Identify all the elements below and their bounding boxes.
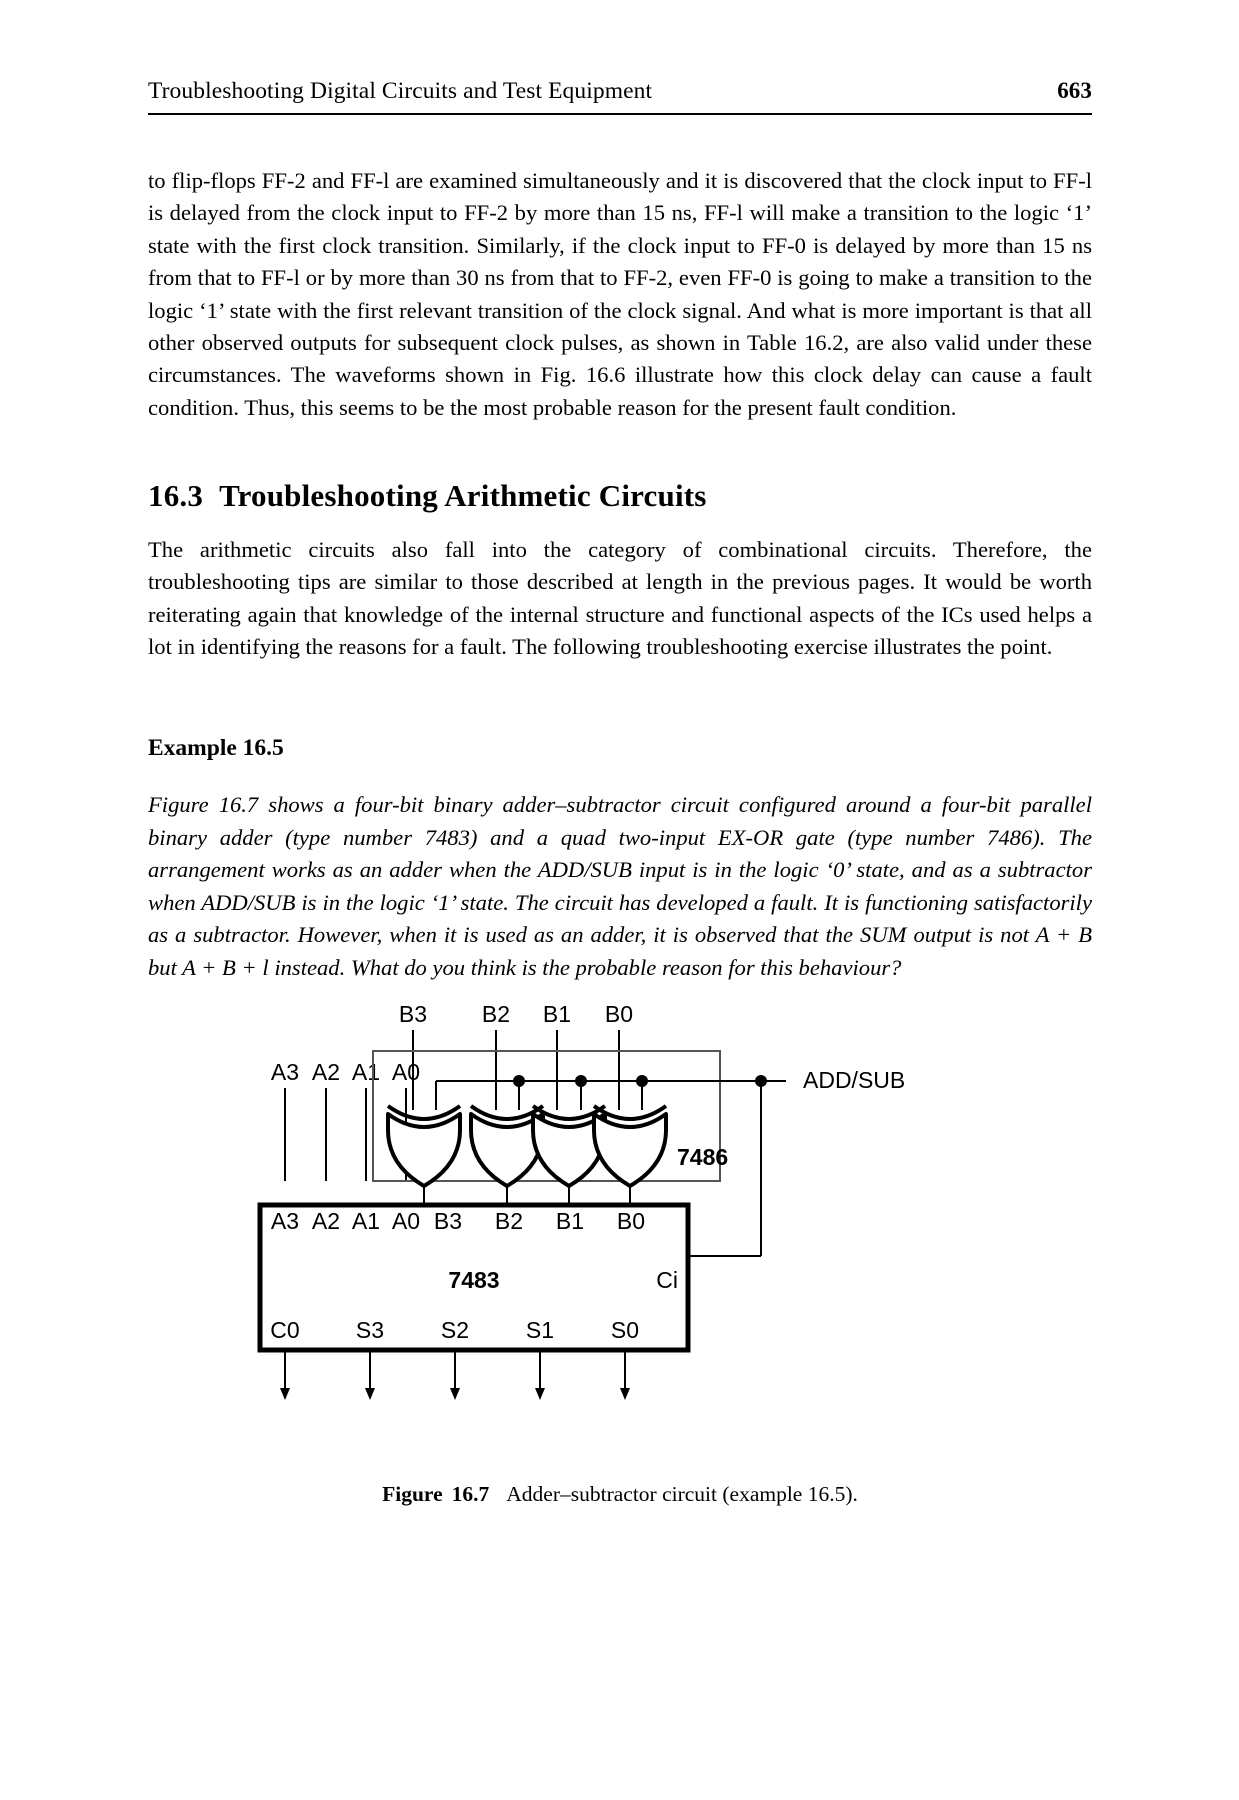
adder-pin-b0: B0 [617, 1208, 645, 1234]
b-input-label-b3: B3 [399, 1001, 427, 1027]
example-text-part1: Figure 16.7 shows a four-bit binary adde… [148, 792, 1092, 948]
a-input-label-a1: A1 [352, 1059, 380, 1085]
b-input-wires [412, 1030, 620, 1110]
adder-chip-label: 7483 [448, 1267, 499, 1293]
adder-pin-a0: A0 [392, 1208, 420, 1234]
example-paragraph: Figure 16.7 shows a four-bit binary adde… [148, 789, 1092, 985]
xor-gate-b3 [386, 1104, 462, 1205]
adder-pin-b3: B3 [434, 1208, 462, 1234]
carry-in-label: Ci [656, 1267, 678, 1293]
output-label-s0: S0 [611, 1317, 639, 1343]
output-label-s1: S1 [526, 1317, 554, 1343]
arithmetic-paragraph: The arithmetic circuits also fall into t… [148, 537, 1092, 660]
adder-pin-b2: B2 [495, 1208, 523, 1234]
example-math-1: A + B [1035, 922, 1092, 948]
xor-gate-b0 [592, 1104, 668, 1205]
header-rule [148, 113, 1092, 115]
a-input-label-a2: A2 [312, 1059, 340, 1085]
figure-caption-text: Adder–subtractor circuit (example 16.5). [506, 1482, 858, 1506]
b-input-label-b0: B0 [605, 1001, 633, 1027]
figure-number: 16.7 [451, 1482, 490, 1506]
figure-caption: Figure 16.7 Adder–subtractor circuit (exam… [148, 1482, 1092, 1507]
example-heading: Example 16.5 [148, 735, 284, 761]
xor-gate-b2 [469, 1104, 545, 1205]
intro-paragraph: to flip-flops FF-2 and FF-l are examined… [148, 168, 1092, 420]
xor-chip-boundary [372, 1050, 721, 1182]
page-number: 663 [1057, 78, 1092, 103]
a-input-label-a3: A3 [271, 1059, 299, 1085]
adder-pin-b1: B1 [556, 1208, 584, 1234]
adder-pin-a3: A3 [271, 1208, 299, 1234]
section-heading: 16.3 Troubleshooting Arithmetic Circuits [148, 478, 1092, 514]
running-head: Troubleshooting Digital Circuits and Tes… [148, 78, 1092, 105]
figure-16-7: B3 B2 B1 B0 A3 A2 A1 A0 [148, 1000, 1092, 1420]
b-input-label-b1: B1 [543, 1001, 571, 1027]
addsub-junction-dots [513, 1075, 767, 1087]
example-math-2: A + B + l [182, 954, 269, 980]
section-number: 16.3 [148, 478, 204, 513]
b-input-label-b2: B2 [482, 1001, 510, 1027]
figure-word: Figure [382, 1482, 443, 1506]
addsub-input-label: ADD/SUB [803, 1067, 905, 1093]
xor-gate-group [386, 1104, 668, 1205]
adder-chip-box [257, 1202, 691, 1353]
running-head-title: Troubleshooting Digital Circuits and Tes… [148, 78, 653, 104]
adder-pin-a2: A2 [312, 1208, 340, 1234]
output-label-s3: S3 [356, 1317, 384, 1343]
example-text-part3: instead. What do you think is the probab… [268, 954, 902, 980]
a-input-label-a0: A0 [392, 1059, 420, 1085]
output-label-s2: S2 [441, 1317, 469, 1343]
xor-chip-label: 7486 [677, 1144, 728, 1170]
adder-subtractor-schematic: B3 B2 B1 B0 A3 A2 A1 A0 [257, 1001, 905, 1400]
output-label-c0: C0 [270, 1317, 299, 1343]
example-text-part2: but [148, 954, 183, 980]
output-arrows [280, 1352, 630, 1400]
section-title: Troubleshooting Arithmetic Circuits [219, 478, 707, 513]
adder-pin-a1: A1 [352, 1208, 380, 1234]
figure-caption-label: Figure 16.7 [382, 1482, 489, 1506]
